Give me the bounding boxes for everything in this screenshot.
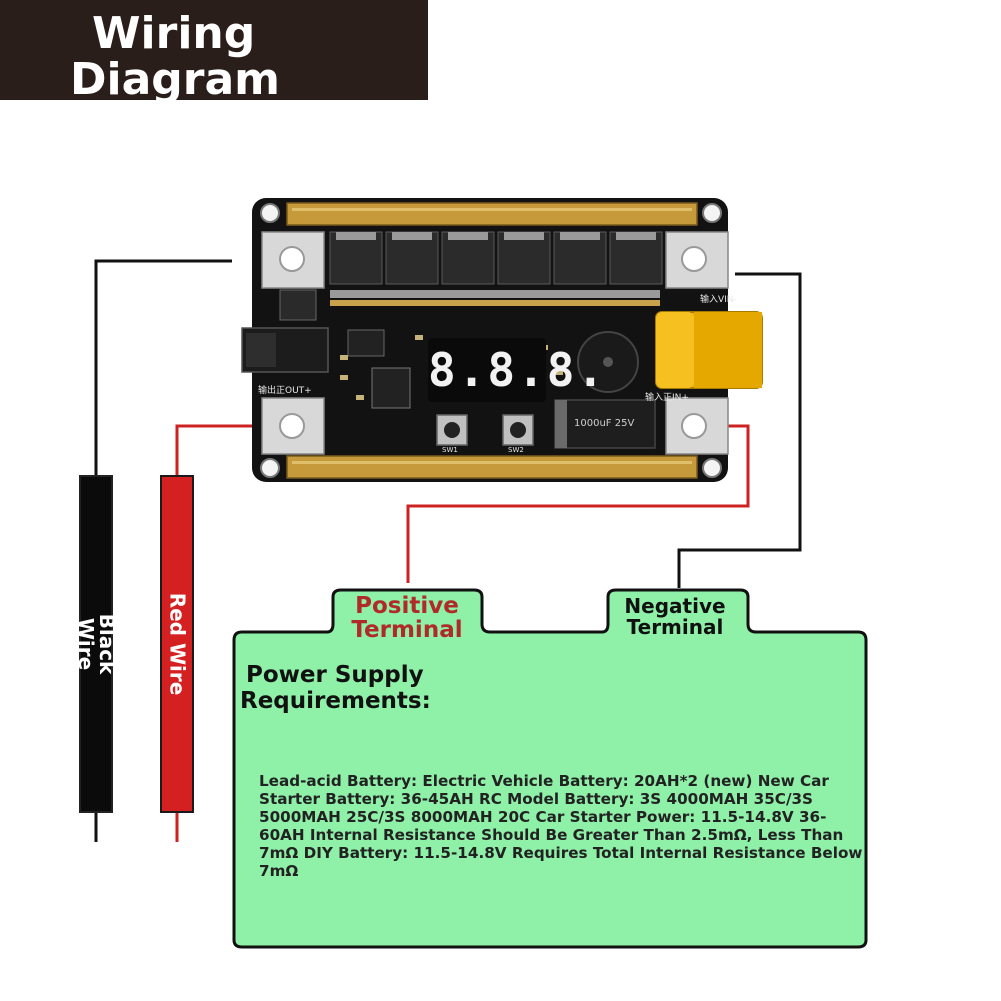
in-silkscreen: 输入正IN+ xyxy=(645,393,689,403)
mosfet-row xyxy=(329,231,663,285)
chip-u2 xyxy=(347,329,385,357)
top-copper-bar xyxy=(286,202,698,226)
mount-hole-br xyxy=(702,458,722,478)
inductor xyxy=(279,289,317,321)
out-silkscreen: 输出正OUT+ xyxy=(258,386,312,396)
negative-terminal-line-1: Negative xyxy=(624,594,726,618)
black-wire-label-line-2: Wire xyxy=(74,617,98,671)
black-wire-label: Black Wire xyxy=(74,589,119,699)
requirements-heading: Power Supply Requirements: xyxy=(240,662,431,715)
vin-silkscreen: 输入VIN- xyxy=(700,295,737,305)
red-wire-label: Red Wire xyxy=(165,592,190,696)
black-wire-probe: Black Wire xyxy=(74,475,119,813)
requirements-heading-line-2: Requirements: xyxy=(240,688,431,715)
bottom-copper-bar xyxy=(286,455,698,479)
negative-terminal-line-2: Terminal xyxy=(626,615,724,639)
title-banner: Wiring Diagram xyxy=(0,0,428,105)
capacitor-label: 1000uF 25V xyxy=(574,418,635,429)
requirements-heading-line-1: Power Supply xyxy=(246,662,424,688)
negative-terminal-label: Negative Terminal xyxy=(615,596,735,638)
black-wire-label-line-1: Black xyxy=(95,613,119,675)
mount-hole-tl xyxy=(260,203,280,223)
positive-terminal-line-2: Terminal xyxy=(351,617,463,644)
pad-bottom-right xyxy=(665,397,729,455)
red-wire-probe: Red Wire xyxy=(160,475,194,813)
positive-terminal-label: Positive Terminal xyxy=(337,594,477,642)
capacitor xyxy=(554,399,656,449)
black-wire-top xyxy=(94,259,232,475)
requirements-body: Lead-acid Battery: Electric Vehicle Batt… xyxy=(259,772,863,880)
battery-panel xyxy=(232,588,868,949)
sw1-silkscreen: SW1 xyxy=(442,446,458,454)
mount-hole-tr xyxy=(702,203,722,223)
pcb-board xyxy=(241,198,763,482)
chip-u1 xyxy=(371,367,411,409)
title-line-1: Wiring xyxy=(92,8,256,59)
xt60-connector xyxy=(655,311,763,389)
negative-supply-wire xyxy=(677,272,802,588)
sw2-silkscreen: SW2 xyxy=(508,446,524,454)
seven-segment-display: 8.8.8. xyxy=(428,338,604,402)
mount-hole-bl xyxy=(260,458,280,478)
title-line-2: Diagram xyxy=(70,54,281,105)
positive-supply-wire xyxy=(406,424,750,583)
positive-terminal-line-1: Positive xyxy=(355,593,459,619)
